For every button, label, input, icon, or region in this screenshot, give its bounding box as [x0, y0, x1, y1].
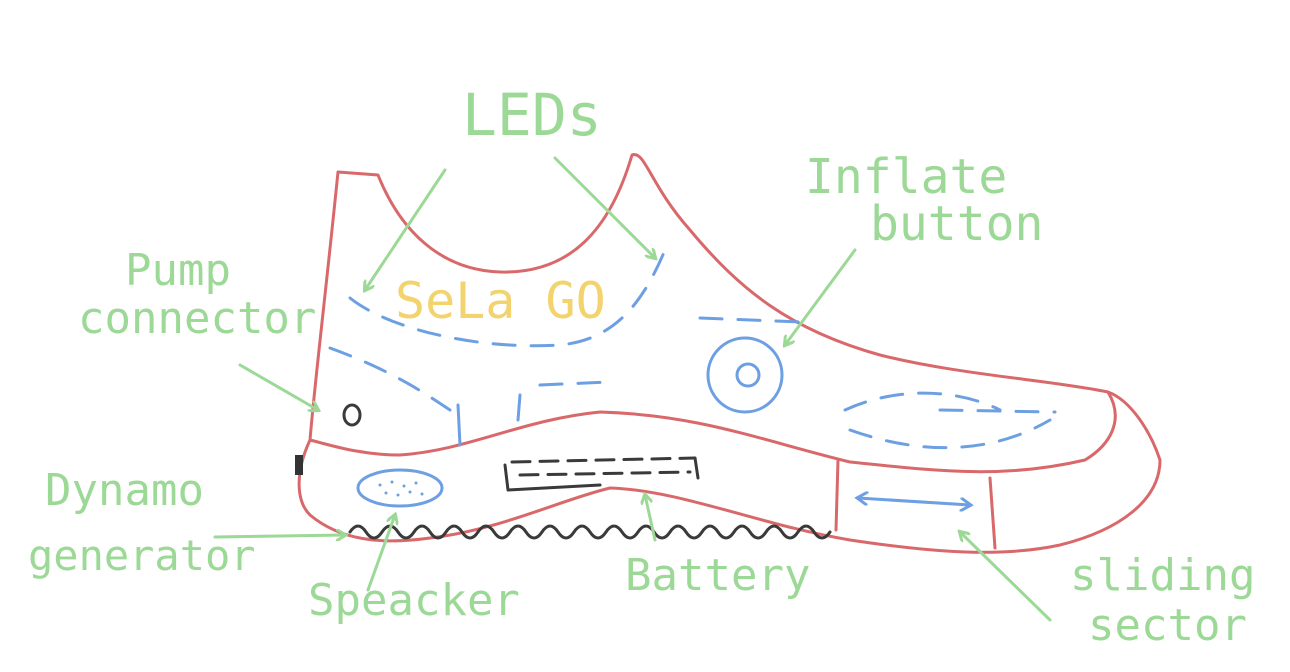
label-button: button — [870, 196, 1043, 252]
label-sliding: sliding — [1070, 550, 1255, 601]
inflate-button-center — [735, 362, 761, 388]
label-battery: Battery — [625, 550, 810, 601]
dynamo-wave — [348, 524, 832, 540]
label-generator: generator — [28, 531, 256, 580]
sliding-divider-right — [988, 476, 997, 550]
sliding-divider-left — [834, 458, 840, 532]
label-pump: Pump — [125, 245, 231, 296]
label-leds: LEDs — [462, 81, 602, 149]
label-arrows — [213, 156, 1052, 622]
label-dynamo: Dynamo — [45, 465, 204, 516]
label-sector: sector — [1088, 600, 1247, 651]
sliding-arrow-icon — [858, 498, 970, 505]
shoe-outline — [308, 153, 1117, 474]
speaker-grille — [378, 480, 424, 497]
label-speaker: Speacker — [308, 575, 520, 626]
pump-connector-icon — [342, 403, 362, 427]
dynamo-icon — [295, 455, 303, 475]
label-inflate: Inflate — [805, 149, 1007, 205]
label-connector: connector — [78, 293, 316, 344]
brand-logo: SeLa GO — [395, 272, 606, 330]
led-strips — [328, 248, 1057, 450]
battery-icon — [503, 456, 700, 492]
speaker-icon — [356, 468, 444, 508]
inflate-button-icon — [706, 336, 784, 414]
